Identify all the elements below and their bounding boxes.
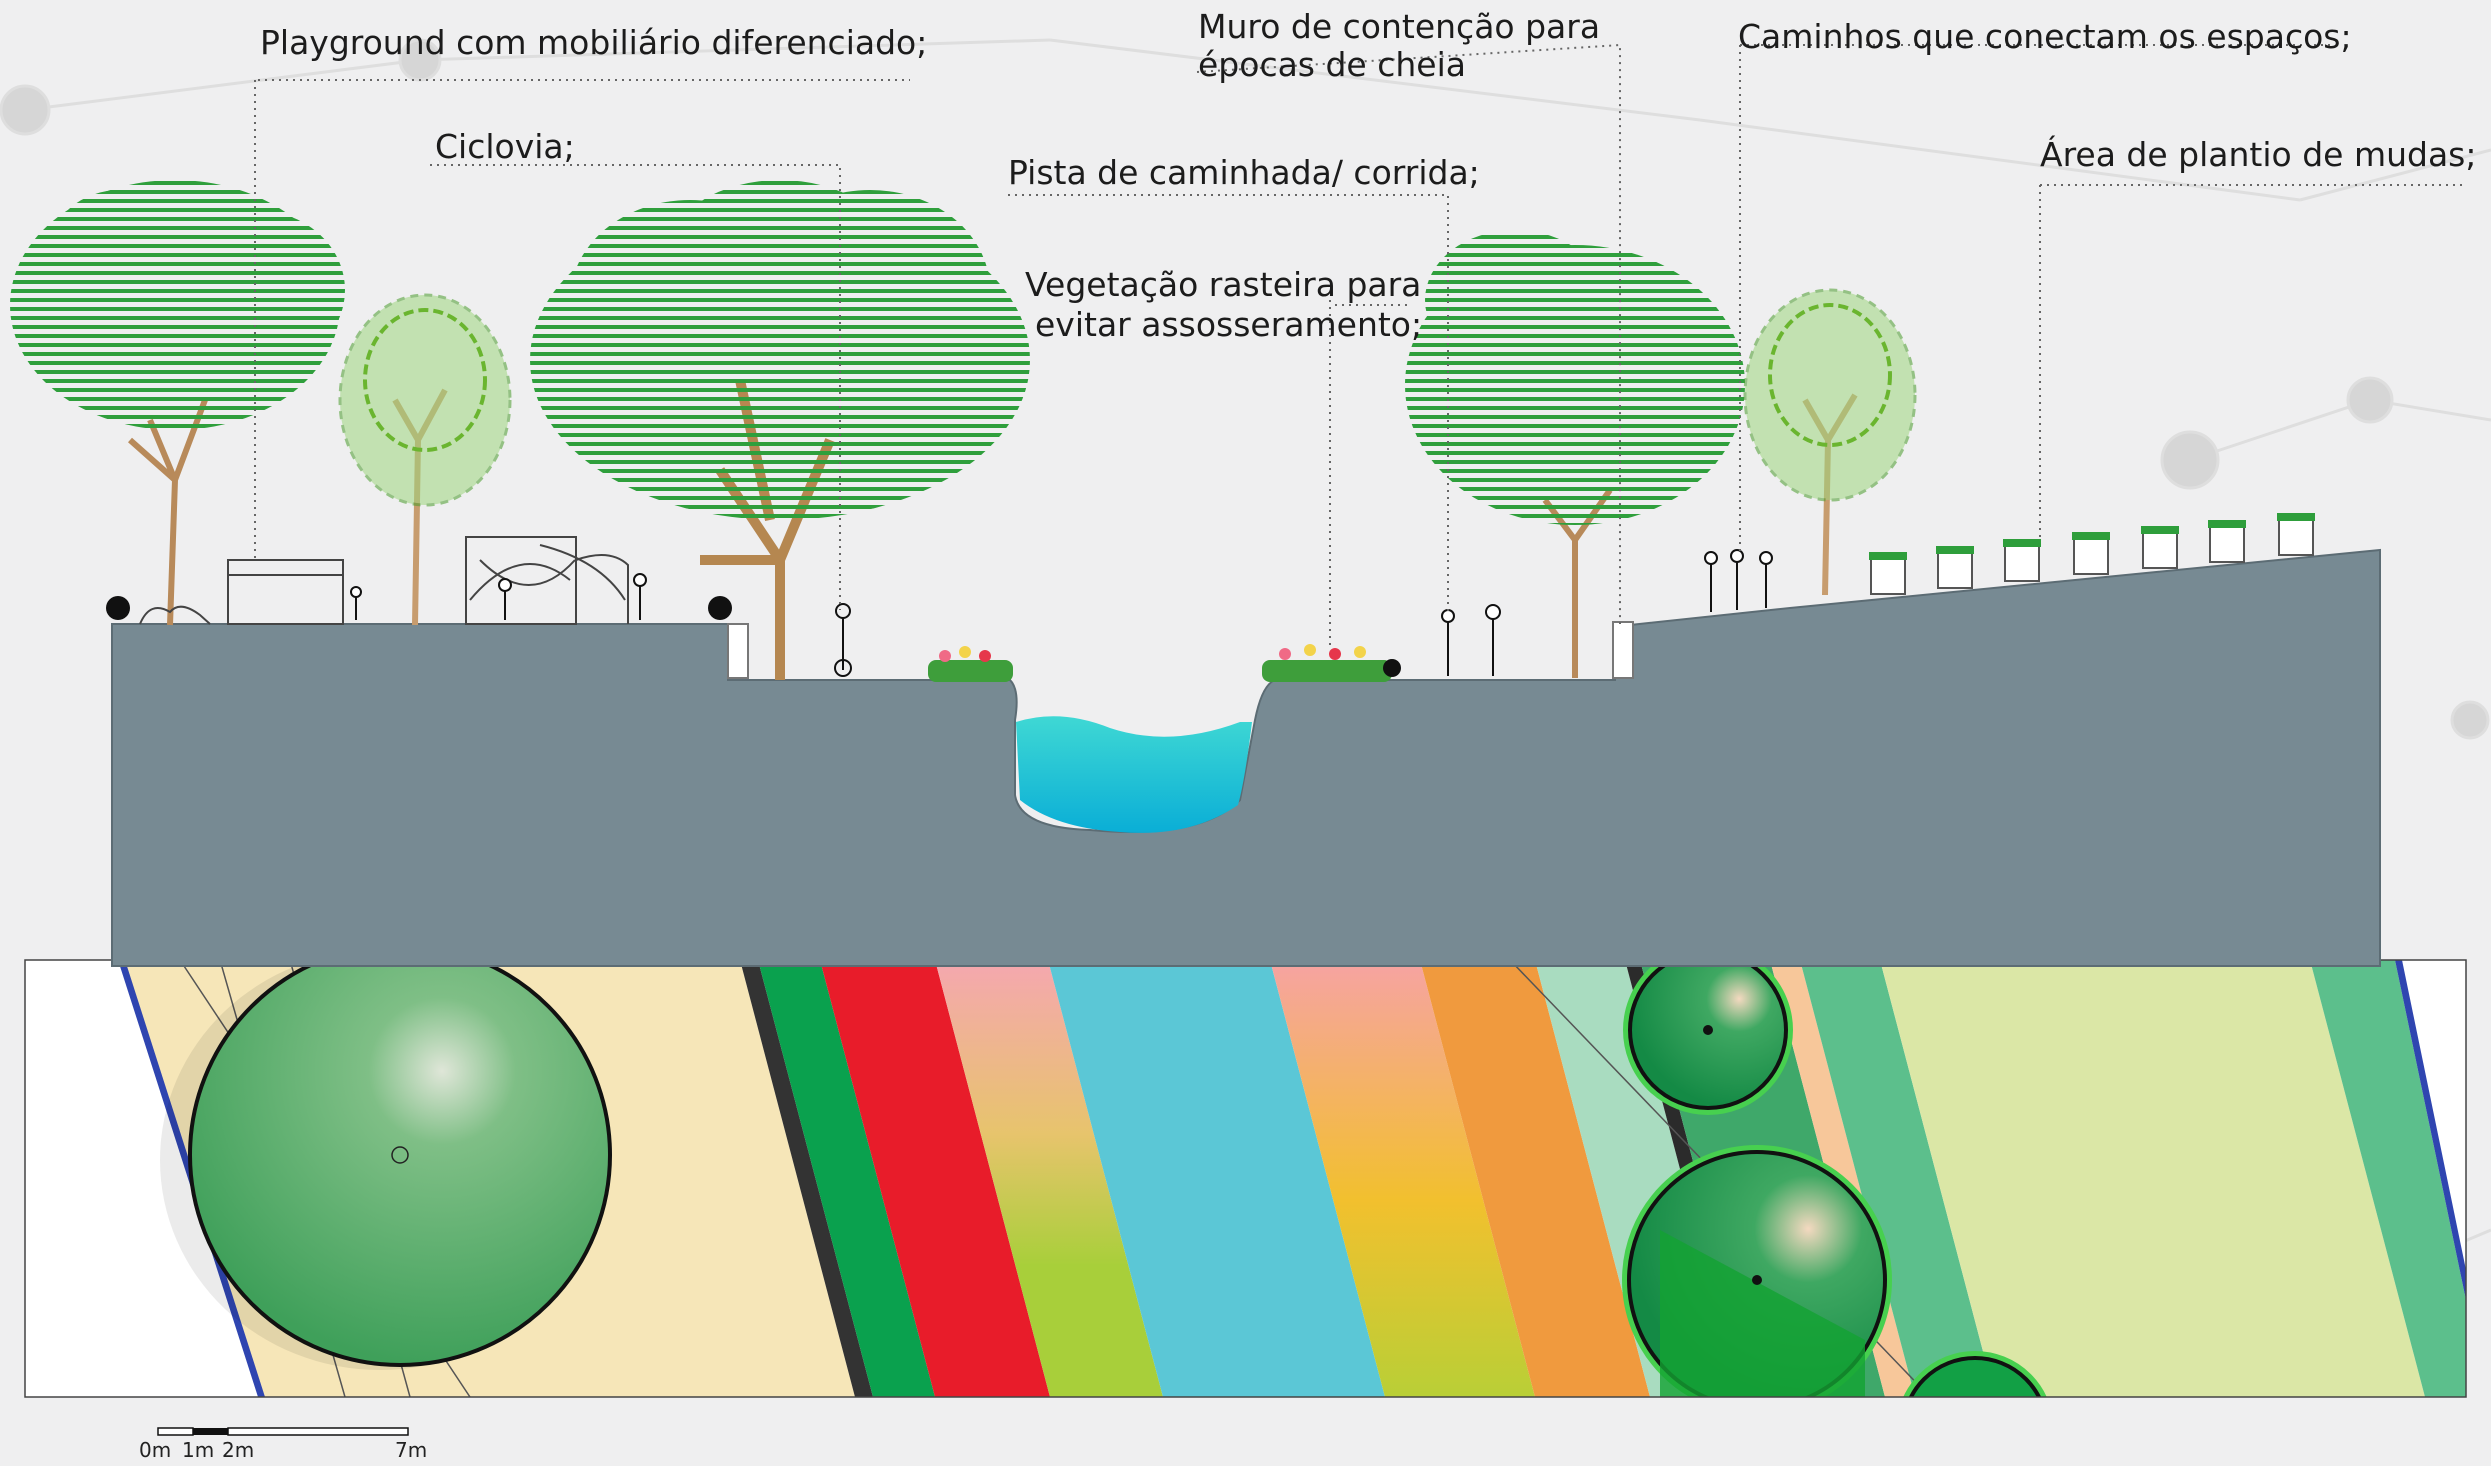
- plan-zone-pale-lime: [1880, 960, 2425, 1397]
- section-tree-small-right: [1743, 288, 1917, 596]
- flower-bed-icon: [928, 646, 1013, 682]
- plan-zone-red: [820, 960, 1050, 1397]
- label-muro-line2: épocas de cheia: [1198, 45, 1466, 84]
- label-plantio: Área de plantio de mudas;: [2040, 135, 2477, 174]
- label-muro-line1: Muro de contenção para: [1198, 7, 1601, 46]
- scale-tick-7m: 7m: [395, 1438, 428, 1462]
- label-ciclovia: Ciclovia;: [435, 127, 575, 166]
- scale-tick-1m: 1m: [182, 1438, 215, 1462]
- plan-tree: [1622, 1145, 1892, 1397]
- cyclist-icon: [834, 603, 852, 677]
- retaining-wall: [727, 621, 1634, 679]
- plan-zone-pink-lime: [935, 960, 1163, 1397]
- flower-bed-icon: [1262, 644, 1401, 682]
- plan-zone-salmon: [1270, 960, 1535, 1397]
- plan-zone-orange: [1420, 960, 1650, 1397]
- plan-tree: [1623, 960, 1793, 1115]
- river-water: [1016, 716, 1252, 833]
- plan-view: [25, 960, 2466, 1397]
- scale-bar: [157, 1427, 409, 1436]
- plan-tree: [1903, 1351, 2047, 1397]
- label-caminhos: Caminhos que conectam os espaços;: [1738, 17, 2352, 56]
- playground-structure: [139, 536, 629, 625]
- section-tree-small: [338, 293, 512, 626]
- section-tree-left: [10, 180, 345, 626]
- section-tree-large: [530, 180, 1030, 680]
- label-vegetacao-line2: evitar assosseramento;: [1035, 305, 1423, 344]
- section-tree-right: [1405, 230, 1745, 678]
- plan-zone-dark-strip: [740, 960, 873, 1397]
- person-icon: [1441, 549, 1773, 676]
- leader-lines: [254, 43, 2465, 650]
- label-vegetacao-line1: Vegetação rasteira para: [1025, 265, 1422, 304]
- plan-zone-teal-right: [2310, 960, 2466, 1397]
- scale-tick-0m: 0m: [139, 1438, 172, 1462]
- plan-zone-teal: [1800, 960, 1995, 1397]
- label-pista: Pista de caminhada/ corrida;: [1008, 153, 1480, 192]
- plan-zone-dark-green: [758, 960, 935, 1397]
- plan-zone-cyan: [1048, 960, 1385, 1397]
- label-playground: Playground com mobiliário diferenciado;: [260, 23, 928, 62]
- plan-tree: [160, 960, 612, 1370]
- bush-icon: [106, 596, 732, 620]
- person-icon: [350, 573, 647, 620]
- scale-tick-2m: 2m: [222, 1438, 255, 1462]
